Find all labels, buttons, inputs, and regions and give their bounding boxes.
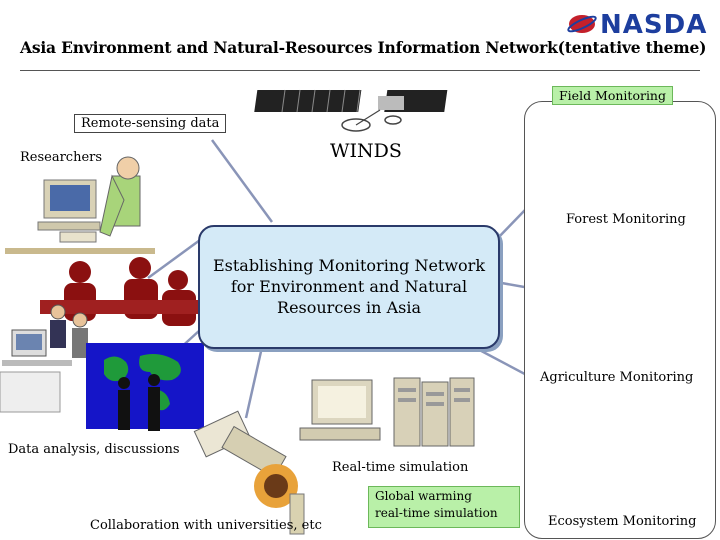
center-line-3: Resources in Asia bbox=[277, 298, 421, 317]
center-line-2: for Environment and Natural bbox=[230, 277, 468, 296]
ecosystem-monitoring-label: Ecosystem Monitoring bbox=[548, 514, 697, 529]
collaboration-label: Collaboration with universities, etc bbox=[90, 518, 322, 533]
center-box-text: Establishing Monitoring Network for Envi… bbox=[200, 255, 498, 318]
meeting-silhouettes-icon bbox=[40, 257, 200, 326]
computer-servers-icon bbox=[299, 377, 475, 447]
global-warming-label: Global warming real-time simulation bbox=[368, 486, 520, 528]
office-workers-icon bbox=[0, 304, 88, 413]
world-map-icon bbox=[86, 343, 204, 431]
connector-collaboration bbox=[244, 346, 264, 419]
field-monitoring-panel bbox=[524, 101, 716, 539]
title-divider bbox=[20, 70, 700, 71]
page-title: Asia Environment and Natural-Resources I… bbox=[20, 38, 707, 57]
researchers-label: Researchers bbox=[20, 150, 103, 165]
collaboration-desk-icon bbox=[193, 410, 305, 535]
forest-monitoring-label: Forest Monitoring bbox=[566, 212, 686, 227]
connector-remote-sensing bbox=[210, 139, 274, 223]
agriculture-monitoring-label: Agriculture Monitoring bbox=[540, 370, 694, 385]
center-line-1: Establishing Monitoring Network bbox=[212, 256, 486, 275]
remote-sensing-label: Remote-sensing data bbox=[74, 114, 227, 133]
center-box: Establishing Monitoring Network for Envi… bbox=[198, 225, 500, 349]
nasda-logo-mark-icon bbox=[567, 15, 597, 33]
nasda-logo: NASDA bbox=[566, 8, 706, 40]
field-monitoring-label: Field Monitoring bbox=[552, 86, 673, 105]
logo-text: NASDA bbox=[600, 10, 708, 40]
satellite-icon bbox=[254, 89, 448, 132]
realtime-simulation-label: Real-time simulation bbox=[332, 460, 469, 475]
researcher-icon bbox=[5, 156, 155, 254]
data-analysis-label: Data analysis, discussions bbox=[8, 442, 180, 457]
winds-label: WINDS bbox=[330, 140, 402, 162]
connector-researchers bbox=[147, 238, 201, 280]
